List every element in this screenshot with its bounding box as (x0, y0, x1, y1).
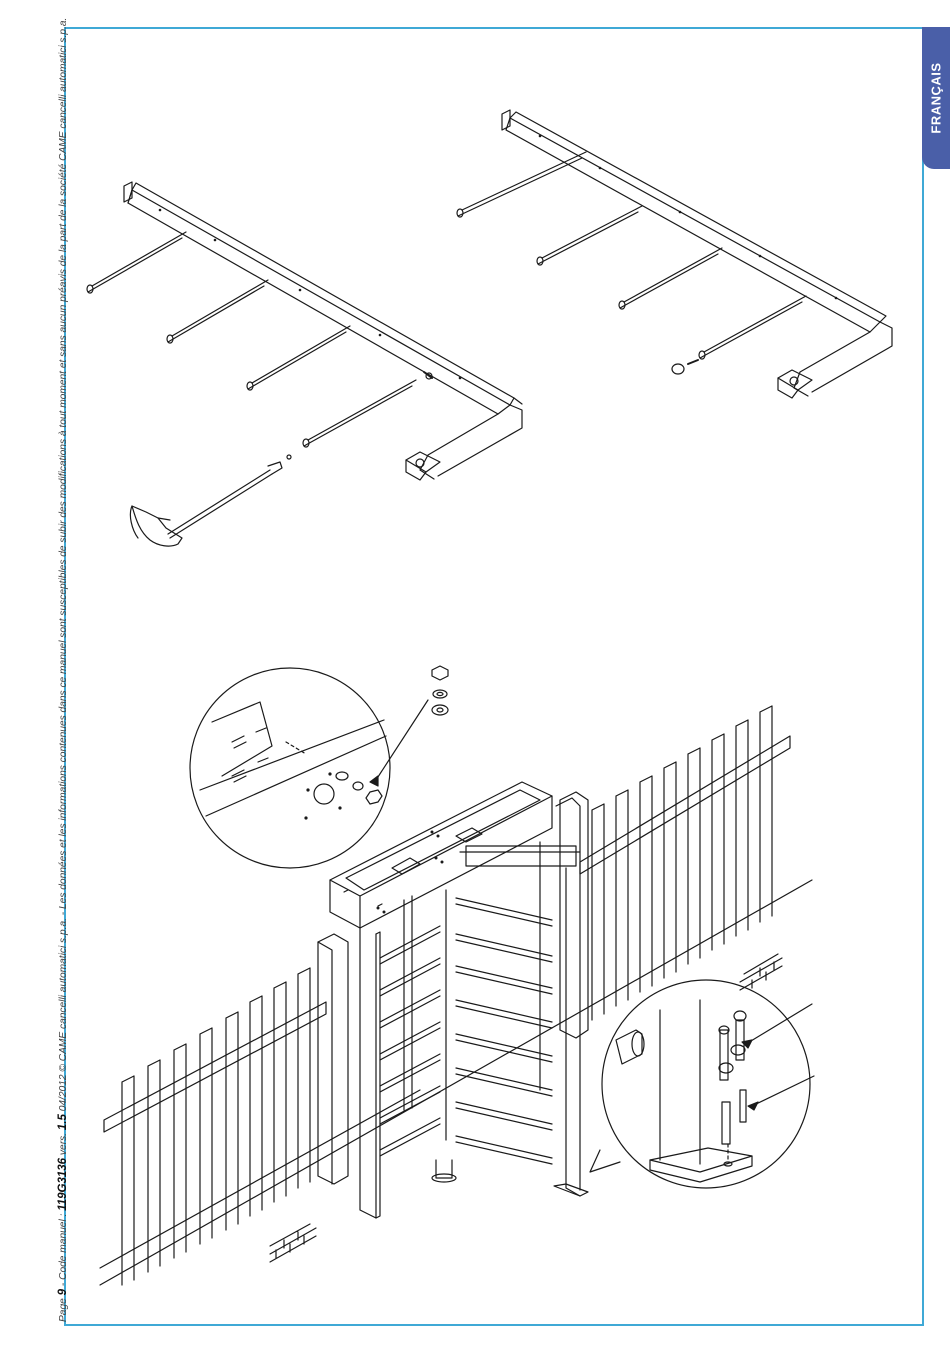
arm-rods-right (457, 152, 806, 359)
washer-icon (719, 1045, 745, 1073)
ground-line (100, 880, 812, 1285)
rotor-bars (380, 896, 552, 1182)
bolt-icon (232, 728, 268, 782)
tool-rod (168, 455, 291, 538)
callout-detail-anchor (590, 980, 814, 1188)
pipe-detail (616, 1030, 644, 1064)
arm-frame-right (457, 110, 892, 398)
exploded-fixings (432, 666, 448, 715)
nut-icon (432, 666, 448, 680)
hand-icon (130, 506, 182, 546)
washer-icon (432, 690, 448, 715)
fence-left (104, 934, 348, 1285)
washer-icon (336, 772, 363, 790)
turnstile-housing (330, 782, 588, 1218)
arm-frame-left (87, 182, 522, 480)
callout-detail-fixing-plate (190, 668, 428, 868)
fence-right (560, 706, 790, 1038)
bolt-icon (719, 1011, 746, 1144)
brick-icon (740, 954, 782, 990)
brick-icon (270, 1224, 316, 1262)
nut-icon (366, 790, 382, 804)
